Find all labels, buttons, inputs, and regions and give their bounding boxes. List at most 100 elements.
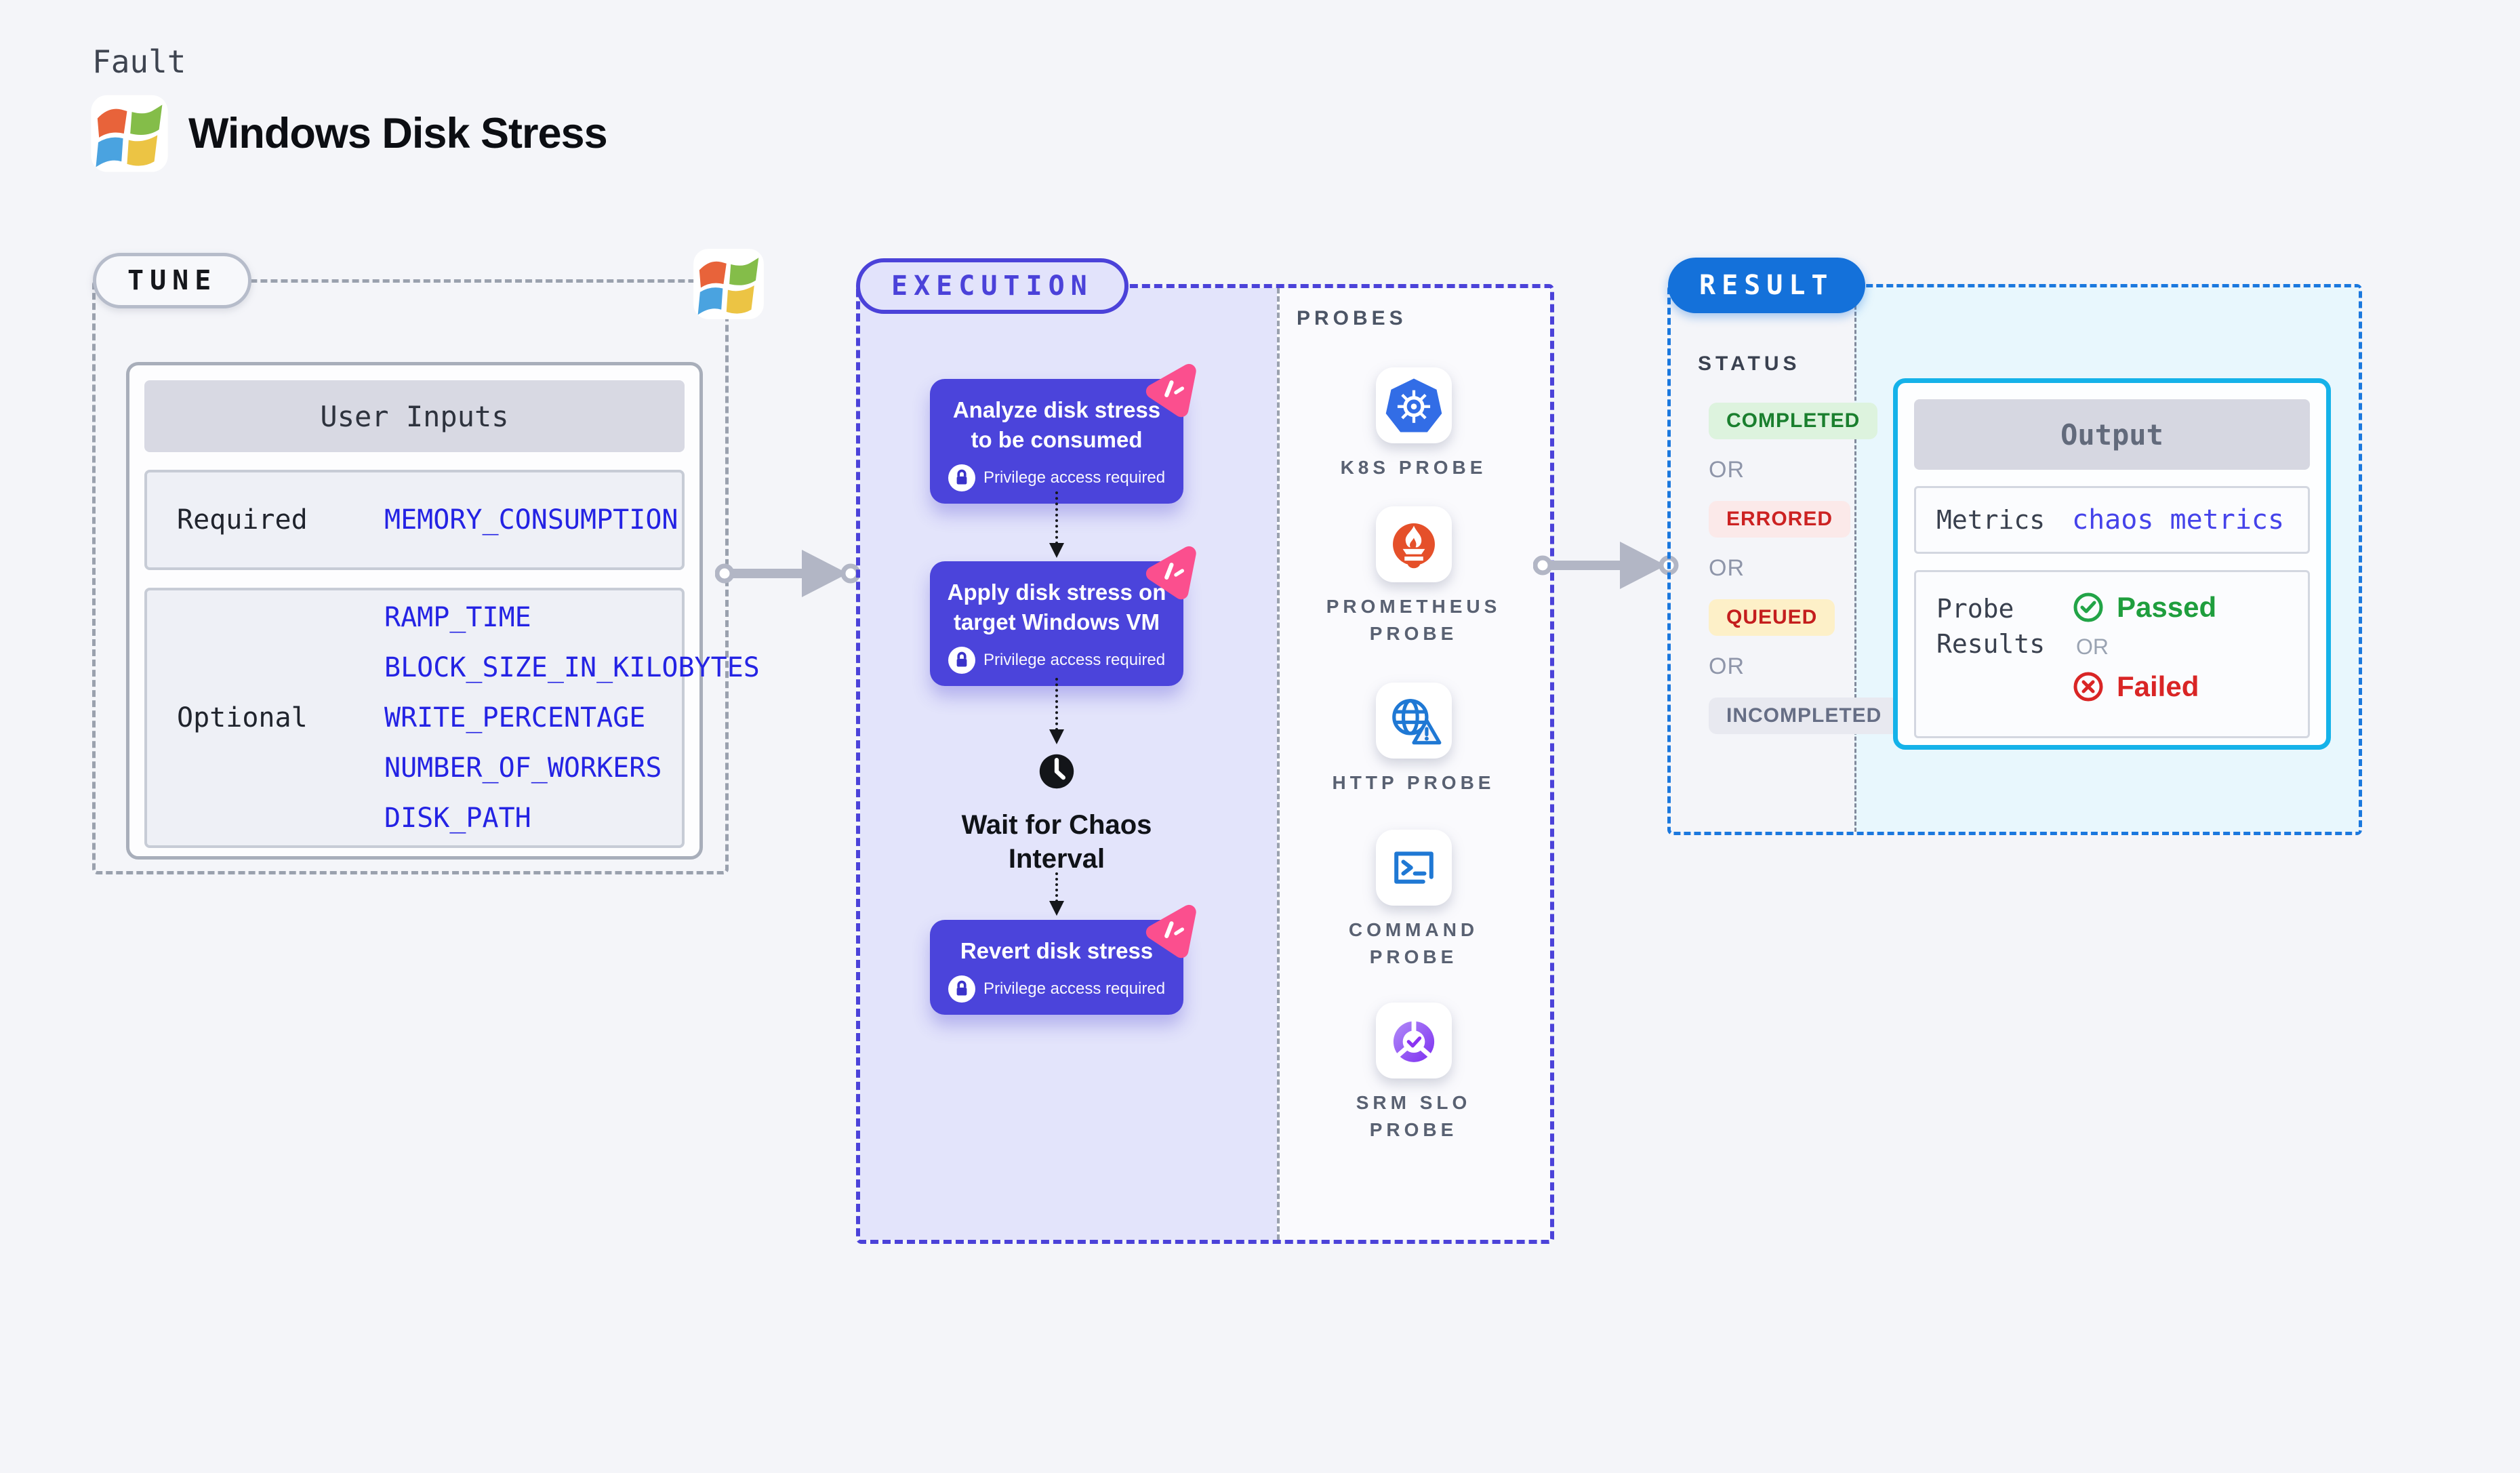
probes-title: PROBES — [1297, 307, 1407, 329]
prometheus-icon — [1375, 506, 1452, 582]
x-circle-icon — [2073, 672, 2103, 702]
failed-line: Failed — [2072, 670, 2216, 703]
status-badge: ERRORED — [1709, 501, 1851, 538]
probe-item-prometheus[interactable]: PROMETHEUS PROBE — [1277, 506, 1550, 647]
metrics-label: Metrics — [1936, 505, 2046, 535]
probe-label: HTTP PROBE — [1333, 769, 1495, 796]
flow-arrow-icon — [715, 550, 861, 597]
chaos-experiment-icon — [1145, 904, 1196, 959]
status-title: STATUS — [1698, 352, 1801, 375]
input-variable: MEMORY_CONSUMPTION — [384, 504, 678, 536]
or-separator: OR — [2076, 634, 2109, 659]
step-title: Apply disk stress on target Windows VM — [947, 580, 1166, 634]
optional-label: Optional — [177, 702, 308, 733]
flow-connector — [1049, 491, 1064, 558]
probe-results-values: Passed OR Failed — [2072, 591, 2216, 703]
probe-label: K8S PROBE — [1341, 454, 1487, 481]
privilege-row: Privilege access required — [943, 975, 1170, 1003]
step-analyze-card[interactable]: Analyze disk stress to be consumed Privi… — [930, 363, 1196, 504]
terminal-icon — [1375, 830, 1452, 906]
user-inputs-card: User Inputs Required MEMORY_CONSUMPTION … — [126, 362, 760, 860]
http-globe-warning-icon — [1375, 683, 1452, 759]
user-inputs-header: User Inputs — [144, 380, 685, 452]
chaos-experiment-icon — [1145, 363, 1196, 418]
input-variable: WRITE_PERCENTAGE — [384, 702, 646, 733]
required-values: MEMORY_CONSUMPTION — [384, 495, 678, 545]
step-title: Analyze disk stress to be consumed — [952, 397, 1161, 452]
probe-label: SRM SLO PROBE — [1356, 1089, 1471, 1144]
execution-pill: EXECUTION — [856, 258, 1129, 314]
step-title: Revert disk stress — [960, 938, 1154, 963]
input-variable: BLOCK_SIZE_IN_KILOBYTES — [384, 652, 760, 683]
execution-section: EXECUTION Analyze disk stress to be cons… — [856, 258, 1554, 1244]
optional-inputs-row: Optional RAMP_TIME BLOCK_SIZE_IN_KILOBYT… — [144, 588, 760, 848]
probe-results-row: Probe Results Passed OR — [1914, 570, 2310, 738]
status-badge: COMPLETED — [1709, 403, 1878, 439]
flow-arrow-icon — [1533, 542, 1679, 589]
or-separator: OR — [1709, 555, 1745, 581]
passed-line: Passed — [2072, 591, 2216, 624]
output-card: Output Metrics chaos metrics Probe Resul… — [1893, 378, 2331, 750]
input-variable: DISK_PATH — [384, 803, 531, 834]
tune-pill: TUNE — [93, 253, 252, 308]
kubernetes-icon — [1375, 367, 1452, 443]
probe-label-line: PROBE — [1369, 623, 1458, 644]
privilege-row: Privilege access required — [943, 647, 1170, 674]
probe-item-k8s[interactable]: K8S PROBE — [1277, 367, 1550, 481]
probe-item-srm-slo[interactable]: SRM SLO PROBE — [1277, 1003, 1550, 1144]
result-pill: RESULT — [1668, 258, 1865, 313]
windows-logo-icon — [91, 95, 168, 172]
step-apply-card[interactable]: Apply disk stress on target Windows VM P… — [930, 546, 1196, 686]
probe-label: PROMETHEUS PROBE — [1326, 593, 1501, 647]
probe-label-line: PROMETHEUS — [1326, 596, 1501, 617]
probe-label-line: COMMAND — [1348, 919, 1479, 940]
flow-connector — [1049, 678, 1064, 744]
slo-pie-check-icon — [1375, 1003, 1452, 1078]
step-revert-card[interactable]: Revert disk stress Privilege access requ… — [930, 904, 1196, 1015]
result-section: RESULT STATUS COMPLETED OR ERRORED OR QU… — [1667, 258, 2362, 835]
privilege-label: Privilege access required — [983, 651, 1166, 669]
flow-connector — [1049, 872, 1064, 916]
privilege-label: Privilege access required — [983, 980, 1166, 998]
lock-icon — [948, 975, 975, 1003]
check-circle-icon — [2073, 592, 2103, 622]
input-variable: RAMP_TIME — [384, 602, 531, 633]
probe-label-line: SRM SLO — [1356, 1092, 1471, 1113]
input-variable: NUMBER_OF_WORKERS — [384, 752, 662, 784]
wait-label: Wait for Chaos Interval — [961, 810, 1152, 874]
passed-label: Passed — [2117, 591, 2217, 623]
status-output-separator — [1854, 287, 1856, 832]
probes-panel — [1277, 288, 1550, 1240]
windows-logo-icon — [693, 249, 764, 319]
probe-item-command[interactable]: COMMAND PROBE — [1277, 830, 1550, 971]
optional-values: RAMP_TIME BLOCK_SIZE_IN_KILOBYTES WRITE_… — [384, 592, 760, 843]
lock-icon — [948, 464, 975, 491]
page-title: Windows Disk Stress — [188, 110, 608, 157]
metrics-row: Metrics chaos metrics — [1914, 486, 2310, 554]
probes-separator — [1277, 288, 1280, 1240]
chaos-metrics-link[interactable]: chaos metrics — [2072, 504, 2285, 536]
or-separator: OR — [1709, 653, 1745, 679]
lock-icon — [948, 647, 975, 674]
probe-results-label: Probe Results — [1936, 594, 2046, 659]
probe-label-line: HTTP PROBE — [1332, 772, 1495, 793]
probe-label-line: K8S PROBE — [1340, 457, 1487, 478]
or-separator: OR — [1709, 457, 1745, 483]
failed-label: Failed — [2117, 670, 2199, 702]
title-row: Windows Disk Stress — [89, 94, 608, 174]
wait-for-chaos-interval: Wait for Chaos Interval — [948, 748, 1165, 876]
probe-label-line: PROBE — [1369, 1119, 1458, 1140]
fault-kicker: Fault — [92, 43, 186, 80]
clock-icon — [1039, 754, 1074, 789]
status-badge: INCOMPLETED — [1709, 698, 1900, 734]
probe-label-line: PROBE — [1369, 946, 1458, 967]
status-stack: COMPLETED OR ERRORED OR QUEUED OR INCOMP… — [1709, 403, 1900, 734]
required-label: Required — [177, 504, 308, 536]
tune-section: TUNE User Inputs Required MEMORY_CONSUMP… — [92, 249, 764, 874]
chaos-experiment-icon — [1145, 546, 1196, 600]
probe-label: COMMAND PROBE — [1349, 916, 1478, 971]
probe-item-http[interactable]: HTTP PROBE — [1277, 683, 1550, 796]
privilege-row: Privilege access required — [943, 464, 1170, 491]
output-header: Output — [1914, 399, 2310, 470]
